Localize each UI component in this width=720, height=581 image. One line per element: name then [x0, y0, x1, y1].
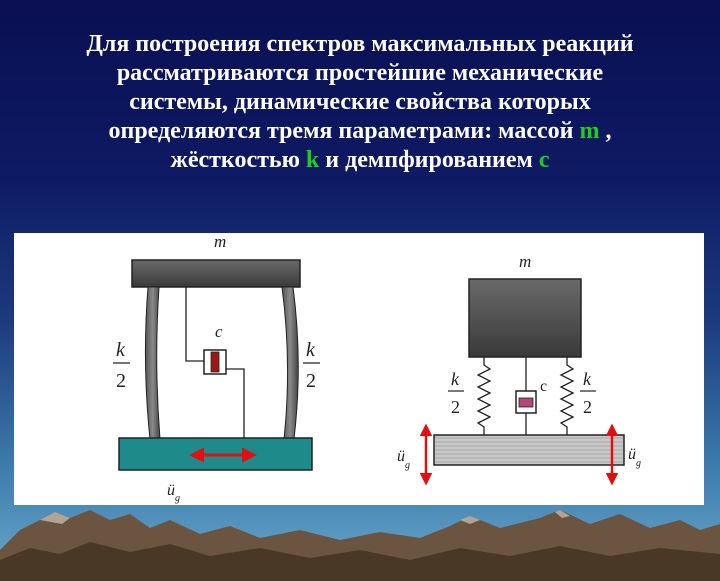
right-k-num: k: [306, 339, 316, 361]
right-mass-block: [468, 278, 582, 358]
damper-piston: [210, 351, 220, 373]
left-column: [144, 286, 161, 440]
left-accel-sub: g: [175, 493, 180, 504]
right-model-right-k-den: 2: [583, 397, 592, 417]
right-model-right-accel-sub: g: [636, 458, 641, 469]
right-model-right-k-num: k: [583, 369, 592, 389]
slide-title: Для построения спектров максимальных реа…: [20, 30, 700, 175]
left-spring: [476, 357, 492, 435]
left-k-den: 2: [116, 370, 126, 392]
title-line-2: рассматриваются простейшие механические: [116, 60, 604, 86]
title-line-4: определяются тремя параметрами: массой m…: [20, 117, 700, 146]
left-damper-label: c: [215, 322, 223, 341]
right-model-left-accel-label: ü: [397, 448, 405, 465]
right-model-left-k-den: 2: [451, 397, 460, 417]
right-model-left-accel-sub: g: [405, 460, 410, 471]
right-spring: [559, 357, 575, 435]
right-k-den: 2: [306, 370, 316, 392]
title-line-4-end: ,: [599, 118, 612, 144]
left-mass-beam: [131, 259, 301, 288]
damper-cylinder: [203, 349, 227, 375]
right-mass-label: m: [519, 252, 531, 271]
title-line-4-text: определяются тремя параметрами: массой: [108, 118, 580, 144]
damper-link-bottom: [226, 368, 245, 439]
right-base: [433, 434, 625, 466]
mountain-range-front: [0, 542, 720, 581]
mountain-landscape: [0, 510, 720, 581]
mass-symbol: m: [579, 118, 600, 144]
sdof-models-figure: m c k 2 k 2: [14, 233, 704, 505]
title-line-5: жёсткостью k и демпфированием c: [20, 146, 700, 175]
left-k-num: k: [116, 339, 126, 361]
right-model-right-accel-label: ü: [628, 446, 636, 463]
damping-symbol: c: [538, 147, 550, 173]
right-damper-label: c: [540, 378, 547, 395]
stiffness-symbol: k: [305, 147, 320, 173]
left-model: m c k 2 k 2: [113, 233, 320, 504]
damper-link-top: [185, 287, 204, 362]
title-line-5-mid: и демпфированием: [319, 147, 539, 173]
title-line-1: Для построения спектров максимальных реа…: [86, 31, 634, 57]
models-diagram: m c k 2 k 2: [113, 233, 641, 504]
right-damper-piston: [518, 397, 534, 408]
left-mass-label: m: [214, 233, 226, 251]
title-line-5-text: жёсткостью: [170, 147, 306, 173]
right-model-left-k-num: k: [451, 369, 460, 389]
left-accel-label: ü: [167, 482, 175, 499]
right-model: m c k 2 k 2: [397, 252, 641, 486]
title-line-3: системы, динамические свойства которых: [129, 89, 591, 115]
right-column: [281, 286, 299, 440]
